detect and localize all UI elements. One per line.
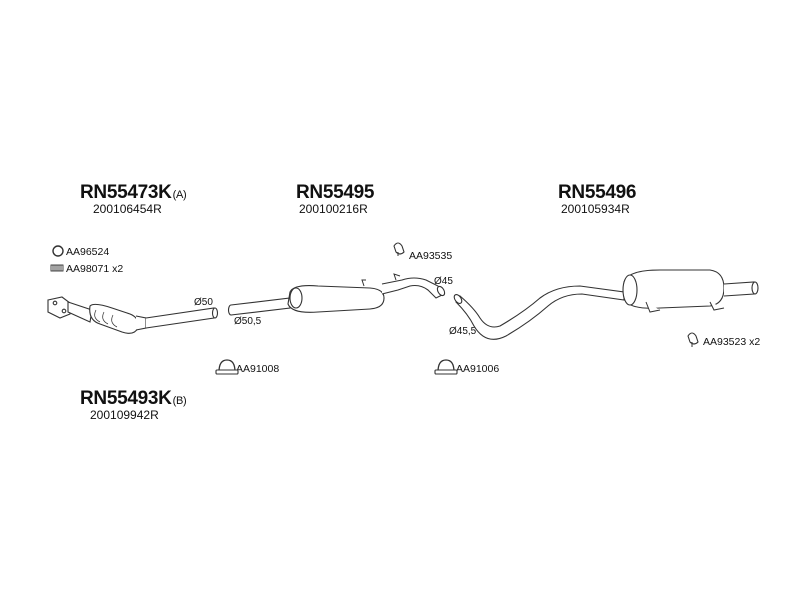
- catalytic-converter: [47, 296, 219, 334]
- part-suffix: (A): [172, 189, 187, 201]
- diameter-label-45: Ø45: [434, 276, 453, 287]
- rear-silencer: [453, 269, 759, 340]
- accessory-hanger-mid-label: AA93535: [409, 250, 453, 262]
- diameter-label-45-5: Ø45,5: [449, 326, 477, 337]
- part-suffix: (B): [172, 395, 187, 407]
- part-code-rn55493k: RN55493K(B): [80, 388, 187, 410]
- part-code-text: RN55495: [296, 182, 375, 203]
- part-code-rn55496: RN55496: [558, 182, 636, 204]
- part-code-text: RN55493K: [80, 388, 172, 409]
- oem-number-1: 200106454R: [93, 202, 162, 216]
- clamp-icon-left: [215, 359, 239, 375]
- spring-icon: [50, 264, 64, 272]
- clamp-icon-right: [434, 359, 458, 375]
- accessory-clamp-right-label: AA91006: [456, 363, 500, 375]
- accessory-hanger-rear-label: AA93523 x2: [703, 336, 761, 348]
- middle-silencer: [227, 273, 446, 316]
- accessory-ring-label: AA96524: [66, 246, 110, 258]
- diameter-label-50: Ø50: [194, 297, 213, 308]
- rubber-hanger-rear-icon: [687, 332, 699, 347]
- ring-icon: [52, 245, 64, 257]
- oem-number-3: 200105934R: [561, 202, 630, 216]
- part-code-rn55495: RN55495: [296, 182, 374, 204]
- oem-number-2: 200100216R: [299, 202, 368, 216]
- diameter-label-50-5: Ø50,5: [234, 316, 262, 327]
- accessory-spring-label: AA98071 x2: [66, 263, 124, 275]
- accessory-clamp-left-label: AA91008: [236, 363, 280, 375]
- oem-number-4: 200109942R: [90, 408, 159, 422]
- part-code-text: RN55496: [558, 182, 637, 203]
- part-code-rn55473k: RN55473K(A): [80, 182, 187, 204]
- rubber-hanger-icon: [393, 242, 405, 256]
- part-code-text: RN55473K: [80, 182, 172, 203]
